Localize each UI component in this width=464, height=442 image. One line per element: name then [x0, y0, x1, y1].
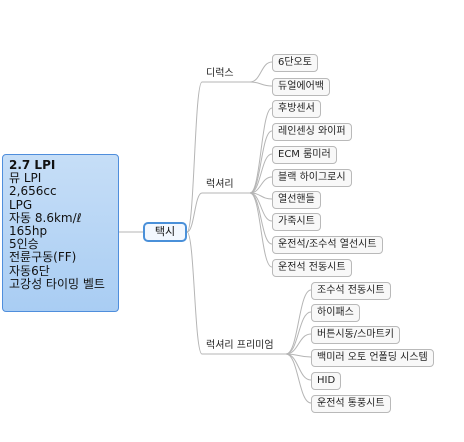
spec-line: 2,656cc: [9, 184, 57, 199]
leaf-connector: [285, 353, 312, 381]
leaf-connector: [249, 81, 273, 87]
leaf-node[interactable]: 6단오토: [272, 54, 318, 72]
spec-title: 2.7 LPI: [9, 158, 56, 172]
branch-luxury-premium[interactable]: 럭셔리 프리미엄: [206, 340, 274, 351]
branch-connector: [186, 192, 203, 233]
leaf-node[interactable]: ECM 룸미러: [272, 146, 337, 164]
root-node[interactable]: 택시: [143, 222, 187, 242]
leaf-node[interactable]: 버튼시동/스마트키: [311, 326, 400, 344]
spec-line: 자동6단: [9, 263, 50, 278]
spec-line: 고강성 타이밍 벨트: [9, 276, 105, 291]
leaf-node[interactable]: 듀얼에어백: [272, 78, 330, 96]
leaf-node[interactable]: 블랙 하이그로시: [272, 169, 352, 187]
spec-line: LPG: [9, 197, 33, 212]
leaf-node[interactable]: 가죽시트: [272, 213, 321, 231]
leaf-node[interactable]: 열선핸들: [272, 191, 321, 209]
branch-deluxe[interactable]: 디럭스: [206, 68, 234, 79]
leaf-node[interactable]: HID: [311, 372, 342, 390]
leaf-node[interactable]: 운전석/조수석 열선시트: [272, 236, 383, 254]
leaf-connector: [285, 333, 312, 355]
leaf-connector: [249, 130, 273, 194]
leaf-node[interactable]: 레인센싱 와이퍼: [272, 123, 352, 141]
spec-line: 뮤 LPI: [9, 171, 42, 186]
leaf-node[interactable]: 운전석 전동시트: [272, 259, 352, 277]
leaf-connector: [249, 153, 273, 194]
spec-box: 2.7 LPI 뮤 LPI 2,656cc LPG 자동 8.6km/ℓ 165…: [2, 154, 119, 312]
spec-line: 전륜구동(FF): [9, 250, 77, 265]
leaf-connector: [285, 353, 312, 404]
leaf-connector: [249, 61, 273, 83]
spec-line: 5인승: [9, 237, 39, 252]
spec-line: 165hp: [9, 224, 48, 239]
leaf-node[interactable]: 조수석 전동시트: [311, 282, 391, 300]
leaf-connector: [285, 311, 312, 355]
branch-luxury[interactable]: 럭셔리: [206, 179, 234, 190]
leaf-connector: [249, 107, 273, 194]
leaf-node[interactable]: 하이패스: [311, 304, 360, 322]
leaf-connector: [249, 176, 273, 194]
leaf-node[interactable]: 후방센서: [272, 100, 321, 118]
leaf-node[interactable]: 백미러 오토 언폴딩 시스템: [311, 349, 434, 367]
leaf-connector: [249, 192, 273, 245]
leaf-connector: [249, 192, 273, 268]
spec-line: 자동 8.6km/ℓ: [9, 210, 82, 225]
leaf-node[interactable]: 운전석 통풍시트: [311, 395, 391, 413]
branch-connector: [186, 81, 203, 233]
branch-connector: [186, 231, 203, 355]
